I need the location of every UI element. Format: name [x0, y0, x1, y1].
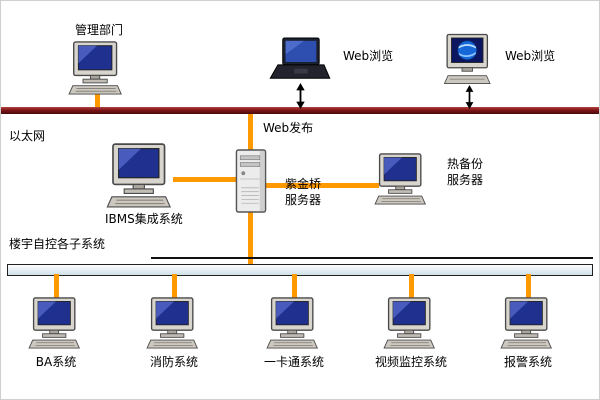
hot-backup-computer-icon: [374, 153, 426, 205]
server-label-line2: 服务器: [285, 193, 322, 207]
ethernet-label: 以太网: [9, 129, 46, 143]
laptop-icon: [269, 37, 331, 79]
server-label-line1: 紫金桥: [285, 177, 322, 191]
double-arrow-icon: [464, 85, 475, 109]
ibms-computer-icon: [106, 143, 171, 208]
subsystems-section-label: 楼宇自控各子系统: [9, 237, 106, 251]
subsystem-label: 消防系统: [149, 355, 199, 369]
web-publish-label: Web发布: [263, 121, 314, 135]
ethernet-bus: [1, 107, 599, 114]
connector-subsystem-2: [292, 274, 297, 300]
management-dept-label: 管理部门: [75, 23, 124, 37]
ibms-label: IBMS集成系统: [105, 212, 183, 226]
web-browse-label-left: Web浏览: [343, 49, 394, 63]
subsystem-computer: [383, 297, 435, 349]
server-tower-icon: [235, 149, 267, 213]
web-browse-label-right: Web浏览: [505, 49, 556, 63]
subsystem-label: 一卡通系统: [263, 355, 325, 369]
double-arrow-icon: [295, 83, 306, 109]
connector-subsystem-0: [54, 274, 59, 300]
connector-hot-backup: [253, 183, 379, 188]
subsystem-computer: [146, 297, 198, 349]
subsystem-computer: [500, 297, 552, 349]
subsystem-label: BA系统: [35, 355, 77, 369]
hot-backup-label-line2: 服务器: [447, 173, 484, 187]
subsystem-label: 视频监控系统: [374, 355, 448, 369]
subsystem-bus: [7, 264, 593, 276]
connector-ibms: [173, 177, 251, 182]
connector-management-to-ethernet: [95, 91, 100, 109]
connector-subsystem-3: [409, 274, 414, 300]
subsystem-label: 报警系统: [503, 355, 553, 369]
subsystem-computer: [266, 297, 318, 349]
connector-subsystem-1: [172, 274, 177, 300]
subsystem-bus-line: [151, 257, 593, 259]
connector-subsystem-4: [526, 274, 531, 300]
management-computer-icon: [68, 41, 122, 95]
subsystem-computer: [28, 297, 80, 349]
hot-backup-label-line1: 热备份: [447, 157, 484, 171]
web-globe-computer-icon: [443, 33, 491, 85]
